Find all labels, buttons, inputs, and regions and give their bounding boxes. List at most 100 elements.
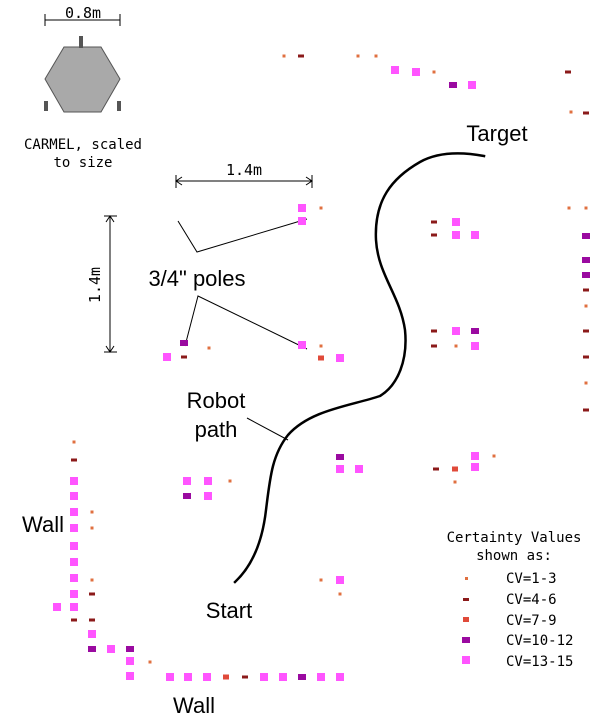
legend-label-cv-4-6: CV=4-6	[506, 592, 557, 608]
certainty-cell-cv-13-15	[184, 673, 192, 681]
certainty-cell-cv-13-15	[126, 672, 134, 680]
legend-item-cv-13-15: CV=13-15	[462, 654, 573, 670]
certainty-cell-cv-1-3	[453, 480, 457, 484]
certainty-cell-cv-1-3	[90, 578, 94, 582]
bottom-wall-label: Wall	[173, 693, 215, 718]
certainty-cell-cv-10-12	[471, 328, 479, 334]
certainty-cell-cv-4-6	[298, 54, 304, 58]
certainty-cell-cv-4-6	[242, 675, 248, 679]
certainty-cell-cv-7-9	[452, 466, 458, 472]
certainty-cell-cv-13-15	[107, 645, 115, 653]
legend-label-cv-10-12: CV=10-12	[506, 633, 573, 649]
certainty-cell-cv-10-12	[180, 340, 188, 346]
legend-label-cv-13-15: CV=13-15	[506, 654, 573, 670]
vertical-dimension-label: 1.4m	[86, 267, 104, 303]
legend-swatch-cv-10-12	[462, 637, 470, 643]
certainty-cell-cv-4-6	[431, 220, 437, 224]
certainty-cell-cv-1-3	[454, 344, 458, 348]
certainty-cell-cv-4-6	[583, 288, 589, 292]
robot-caption-line2: to size	[53, 155, 112, 171]
certainty-cell-cv-13-15	[471, 463, 479, 471]
certainty-cell-cv-1-3	[319, 578, 323, 582]
certainty-cell-cv-13-15	[336, 354, 344, 362]
certainty-cell-cv-13-15	[166, 673, 174, 681]
certainty-cell-cv-1-3	[72, 440, 76, 444]
certainty-cell-cv-13-15	[298, 217, 306, 225]
robot-path-label-line1: Robot	[187, 388, 246, 413]
certainty-cell-cv-13-15	[452, 231, 460, 239]
robot-icon	[44, 14, 121, 113]
certainty-cell-cv-13-15	[471, 452, 479, 460]
certainty-cells	[53, 54, 590, 681]
horizontal-dimension-label: 1.4m	[226, 161, 262, 179]
certainty-cell-cv-13-15	[412, 68, 420, 76]
certainty-cell-cv-4-6	[583, 329, 589, 333]
legend-swatch-cv-4-6	[463, 598, 469, 601]
certainty-cell-cv-13-15	[70, 574, 78, 582]
certainty-cell-cv-1-3	[319, 206, 323, 210]
certainty-cell-cv-10-12	[298, 674, 306, 680]
certainty-cell-cv-7-9	[223, 674, 229, 680]
certainty-cell-cv-1-3	[584, 304, 588, 308]
certainty-cell-cv-4-6	[181, 355, 187, 359]
certainty-cell-cv-13-15	[471, 231, 479, 239]
certainty-cell-cv-13-15	[70, 542, 78, 550]
certainty-cell-cv-10-12	[336, 454, 344, 460]
certainty-cell-cv-13-15	[279, 673, 287, 681]
certainty-cell-cv-1-3	[492, 454, 496, 458]
certainty-cell-cv-13-15	[204, 492, 212, 500]
certainty-cell-cv-1-3	[374, 54, 378, 58]
certainty-cell-cv-10-12	[582, 233, 590, 239]
certainty-cell-cv-1-3	[584, 206, 588, 210]
certainty-cell-cv-1-3	[569, 110, 573, 114]
certainty-cell-cv-13-15	[70, 492, 78, 500]
certainty-cell-cv-13-15	[204, 477, 212, 485]
certainty-cell-cv-4-6	[431, 344, 437, 348]
certainty-cell-cv-13-15	[70, 477, 78, 485]
legend-item-cv-7-9: CV=7-9	[463, 613, 557, 629]
certainty-cell-cv-13-15	[452, 327, 460, 335]
pole-leader-lines	[177, 218, 308, 350]
certainty-cell-cv-13-15	[70, 603, 78, 611]
certainty-cell-cv-13-15	[471, 342, 479, 350]
certainty-cell-cv-4-6	[89, 618, 95, 622]
legend-label-cv-7-9: CV=7-9	[506, 613, 557, 629]
certainty-cell-cv-13-15	[298, 204, 306, 212]
certainty-cell-cv-10-12	[582, 272, 590, 278]
certainty-cell-cv-13-15	[298, 341, 306, 349]
legend-swatch-cv-13-15	[462, 656, 470, 664]
certainty-cell-cv-13-15	[336, 465, 344, 473]
legend-item-cv-4-6: CV=4-6	[463, 592, 557, 608]
certainty-cell-cv-1-3	[356, 54, 360, 58]
certainty-cell-cv-4-6	[89, 592, 95, 596]
certainty-cell-cv-10-12	[88, 646, 96, 652]
certainty-cell-cv-13-15	[317, 673, 325, 681]
certainty-cell-cv-13-15	[203, 673, 211, 681]
start-label: Start	[206, 598, 252, 623]
certainty-cell-cv-13-15	[163, 353, 171, 361]
target-label: Target	[466, 121, 527, 146]
robot-path-leader	[246, 417, 289, 441]
certainty-cell-cv-13-15	[468, 81, 476, 89]
certainty-cell-cv-4-6	[71, 618, 77, 622]
certainty-cell-cv-1-3	[207, 346, 211, 350]
certainty-cell-cv-10-12	[582, 257, 590, 263]
certainty-cell-cv-13-15	[70, 590, 78, 598]
certainty-cell-cv-4-6	[431, 329, 437, 333]
certainty-cell-cv-13-15	[126, 657, 134, 665]
certainty-cell-cv-1-3	[584, 381, 588, 385]
left-wall-label: Wall	[22, 512, 64, 537]
legend-label-cv-1-3: CV=1-3	[506, 571, 557, 587]
legend-swatch-cv-7-9	[463, 617, 469, 622]
certainty-cell-cv-13-15	[88, 630, 96, 638]
certainty-cell-cv-10-12	[449, 82, 457, 88]
certainty-cell-cv-1-3	[338, 592, 342, 596]
certainty-cell-cv-13-15	[260, 673, 268, 681]
certainty-cell-cv-13-15	[336, 576, 344, 584]
legend-swatch-cv-1-3	[465, 577, 468, 580]
certainty-cell-cv-1-3	[432, 70, 436, 74]
certainty-cell-cv-1-3	[567, 206, 571, 210]
certainty-cell-cv-1-3	[319, 344, 323, 348]
certainty-cell-cv-10-12	[183, 493, 191, 499]
